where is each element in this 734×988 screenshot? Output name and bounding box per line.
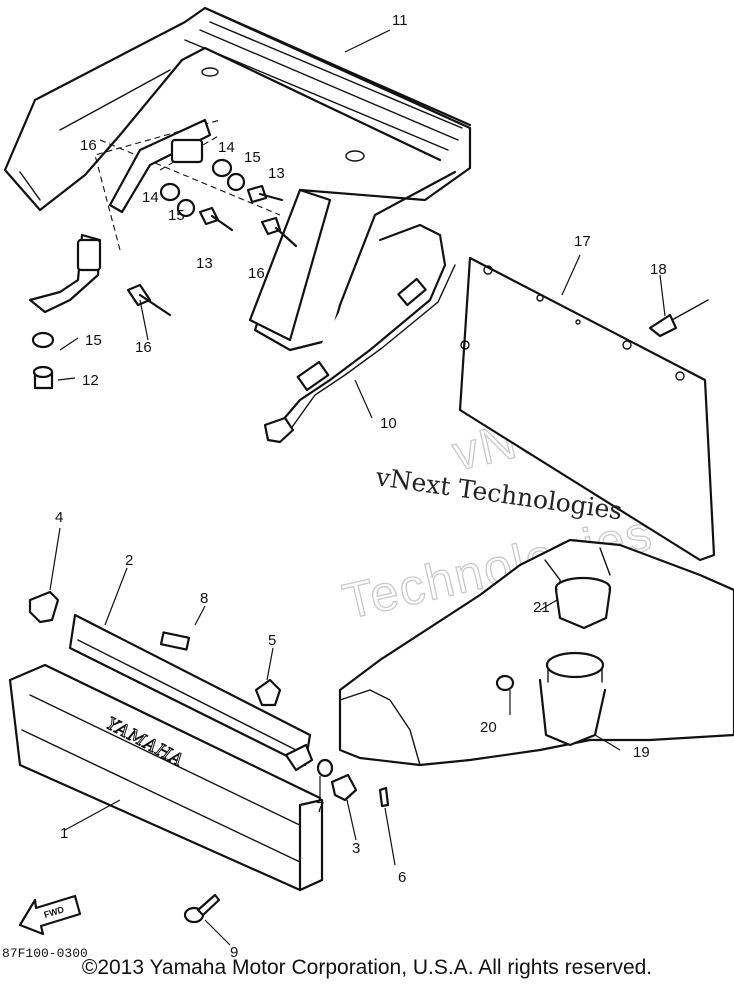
callout-10: 10 — [380, 415, 397, 432]
callout-14b: 14 — [142, 189, 159, 206]
callout-2: 2 — [125, 552, 133, 569]
callout-15c: 15 — [85, 332, 102, 349]
part-9-bolt — [183, 893, 221, 924]
fasteners-12-16 — [31, 158, 298, 390]
leader-lines — [49, 29, 666, 946]
part-11-upper-handle — [3, 6, 472, 352]
callout-7: 7 — [316, 799, 324, 816]
callout-3: 3 — [352, 840, 360, 857]
callout-numbers: 11 16 14 15 13 14 15 13 16 17 18 15 16 1… — [55, 12, 667, 961]
small-parts-3-6-7 — [316, 758, 390, 808]
callout-20: 20 — [480, 719, 497, 736]
part-16-strap-bracket — [28, 118, 212, 314]
part-18-rivet — [648, 299, 709, 338]
callout-18: 18 — [650, 261, 667, 278]
callout-19: 19 — [633, 744, 650, 761]
callout-13a: 13 — [268, 165, 285, 182]
callout-13b: 13 — [196, 255, 213, 272]
callout-4: 4 — [55, 509, 63, 526]
fwd-arrow-icon: FWD — [18, 894, 82, 936]
callout-15b: 15 — [168, 207, 185, 224]
callout-9: 9 — [230, 944, 238, 961]
callout-12: 12 — [82, 372, 99, 389]
callout-8: 8 — [200, 590, 208, 607]
callout-21: 21 — [533, 599, 550, 616]
callout-15a: 15 — [244, 149, 261, 166]
callout-1: 1 — [60, 825, 68, 842]
callout-14a: 14 — [218, 139, 235, 156]
part-2-rail-plate — [28, 590, 314, 772]
callout-16c: 16 — [135, 339, 152, 356]
diagram-code: 87F100-0300 — [2, 946, 88, 961]
callout-6: 6 — [398, 869, 406, 886]
callout-17: 17 — [574, 233, 591, 250]
copyright-notice: ©2013 Yamaha Motor Corporation, U.S.A. A… — [81, 956, 653, 979]
callout-5: 5 — [268, 632, 276, 649]
fuel-tank-assembly — [338, 538, 734, 767]
callout-11: 11 — [392, 12, 408, 29]
callout-16b: 16 — [248, 265, 265, 282]
part-17-plate — [458, 256, 716, 562]
part-10-grab-rail — [94, 119, 456, 444]
callout-16a: 16 — [80, 137, 97, 154]
